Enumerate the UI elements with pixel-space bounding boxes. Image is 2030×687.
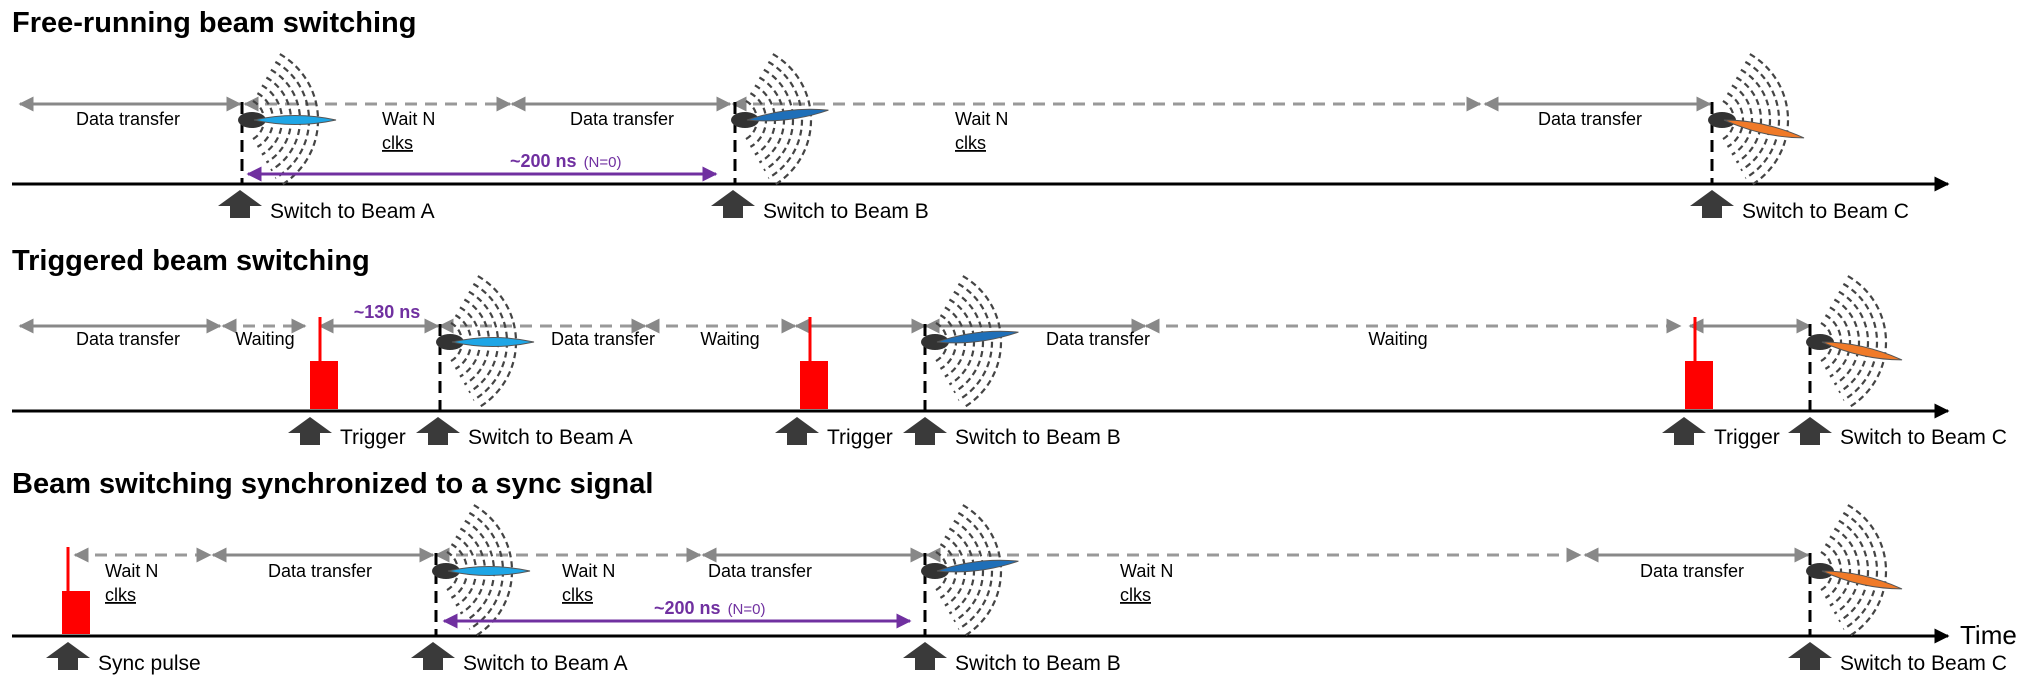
phase-label: Data transfer	[1538, 109, 1642, 129]
up-arrow-icon	[775, 417, 819, 445]
event-label: Trigger	[827, 426, 893, 449]
phase-label: Data transfer	[551, 329, 655, 349]
red-pulse-icon	[62, 591, 90, 634]
up-arrow-icon	[218, 190, 262, 218]
row-title: Triggered beam switching	[12, 245, 370, 277]
radiating-antenna-icon	[1806, 504, 1903, 638]
phase-label-line2: clks	[382, 133, 413, 153]
radiating-antenna-icon	[238, 53, 337, 187]
phase-label: Wait N	[382, 109, 435, 129]
latency-sub-label: (N=0)	[584, 154, 622, 171]
phase-label: Wait N	[105, 561, 158, 581]
event-label: Switch to Beam A	[463, 652, 628, 675]
up-arrow-icon	[411, 642, 455, 670]
phase-label: Waiting	[1368, 329, 1427, 349]
phase-label: Data transfer	[1640, 561, 1744, 581]
event-label: Switch to Beam B	[763, 200, 929, 223]
up-arrow-icon	[903, 417, 947, 445]
up-arrow-icon	[903, 642, 947, 670]
radiating-antenna-icon	[921, 504, 1019, 638]
up-arrow-icon	[1662, 417, 1706, 445]
up-arrow-icon	[46, 642, 90, 670]
up-arrow-icon	[711, 190, 755, 218]
phase-label: Wait N	[1120, 561, 1173, 581]
up-arrow-icon	[416, 417, 460, 445]
event-label: Switch to Beam B	[955, 426, 1121, 449]
phase-label: Data transfer	[268, 561, 372, 581]
phase-label: Waiting	[700, 329, 759, 349]
event-label: Switch to Beam C	[1840, 652, 2007, 675]
phase-label: Wait N	[955, 109, 1008, 129]
row-title: Beam switching synchronized to a sync si…	[12, 468, 653, 500]
radiating-antenna-icon	[436, 275, 535, 409]
radiating-antenna-icon	[1708, 53, 1805, 187]
up-arrow-icon	[1788, 642, 1832, 670]
event-label: Switch to Beam B	[955, 652, 1121, 675]
phase-label: Data transfer	[76, 109, 180, 129]
timeline-row-3: Beam switching synchronized to a sync si…	[12, 468, 2017, 675]
phase-label: Wait N	[562, 561, 615, 581]
latency-sub-label: (N=0)	[728, 601, 766, 618]
phase-label-line2: clks	[1120, 585, 1151, 605]
event-label: Trigger	[1714, 426, 1780, 449]
phase-label: Data transfer	[1046, 329, 1150, 349]
latency-label: ~200 ns	[654, 598, 721, 618]
radiating-antenna-icon	[921, 275, 1019, 409]
phase-label: Data transfer	[708, 561, 812, 581]
event-label: Sync pulse	[98, 652, 201, 675]
phase-label-line2: clks	[562, 585, 593, 605]
phase-label: Data transfer	[76, 329, 180, 349]
event-label: Switch to Beam A	[270, 200, 435, 223]
event-label: Switch to Beam C	[1840, 426, 2007, 449]
up-arrow-icon	[288, 417, 332, 445]
up-arrow-icon	[1788, 417, 1832, 445]
red-pulse-icon	[1685, 361, 1713, 409]
event-label: Switch to Beam C	[1742, 200, 1909, 223]
time-label: Time	[1960, 620, 2017, 650]
event-label: Switch to Beam A	[468, 426, 633, 449]
phase-label-line2: clks	[105, 585, 136, 605]
phase-label: Waiting	[235, 329, 294, 349]
row-title: Free-running beam switching	[12, 7, 416, 39]
phase-label: Data transfer	[570, 109, 674, 129]
up-arrow-icon	[1690, 190, 1734, 218]
radiating-antenna-icon	[432, 504, 531, 638]
red-pulse-icon	[800, 361, 828, 409]
latency-label: ~200 ns	[510, 151, 577, 171]
radiating-antenna-icon	[731, 53, 829, 187]
red-pulse-icon	[310, 361, 338, 409]
radiating-antenna-icon	[1806, 275, 1903, 409]
event-label: Trigger	[340, 426, 406, 449]
latency-label: ~130 ns	[354, 302, 421, 322]
phase-label-line2: clks	[955, 133, 986, 153]
